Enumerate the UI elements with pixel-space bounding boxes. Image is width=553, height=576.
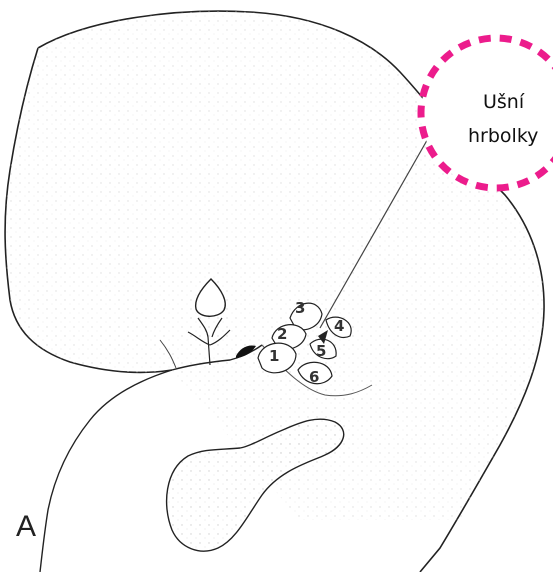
hillock-label-6: 6 xyxy=(309,368,319,386)
hillock-label-3: 3 xyxy=(295,299,305,317)
hillock-label-1: 1 xyxy=(269,347,279,365)
callout-line-1: Ušní xyxy=(483,91,525,113)
neck-outline xyxy=(40,370,172,572)
hillock-label-2: 2 xyxy=(277,325,287,343)
panel-letter: A xyxy=(16,510,36,543)
hillock-label-5: 5 xyxy=(316,342,326,360)
hillock-label-4: 4 xyxy=(334,317,344,335)
callout-circle xyxy=(421,38,553,188)
callout-line-2: hrbolky xyxy=(468,125,538,147)
